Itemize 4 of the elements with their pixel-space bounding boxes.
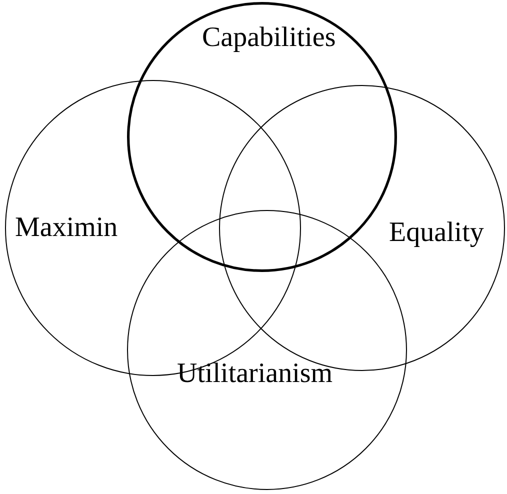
circle-label: Capabilities (202, 24, 336, 52)
circle-label: Maximin (15, 214, 118, 242)
circle-label: Utilitarianism (177, 360, 333, 388)
circle-label: Equality (389, 219, 484, 247)
